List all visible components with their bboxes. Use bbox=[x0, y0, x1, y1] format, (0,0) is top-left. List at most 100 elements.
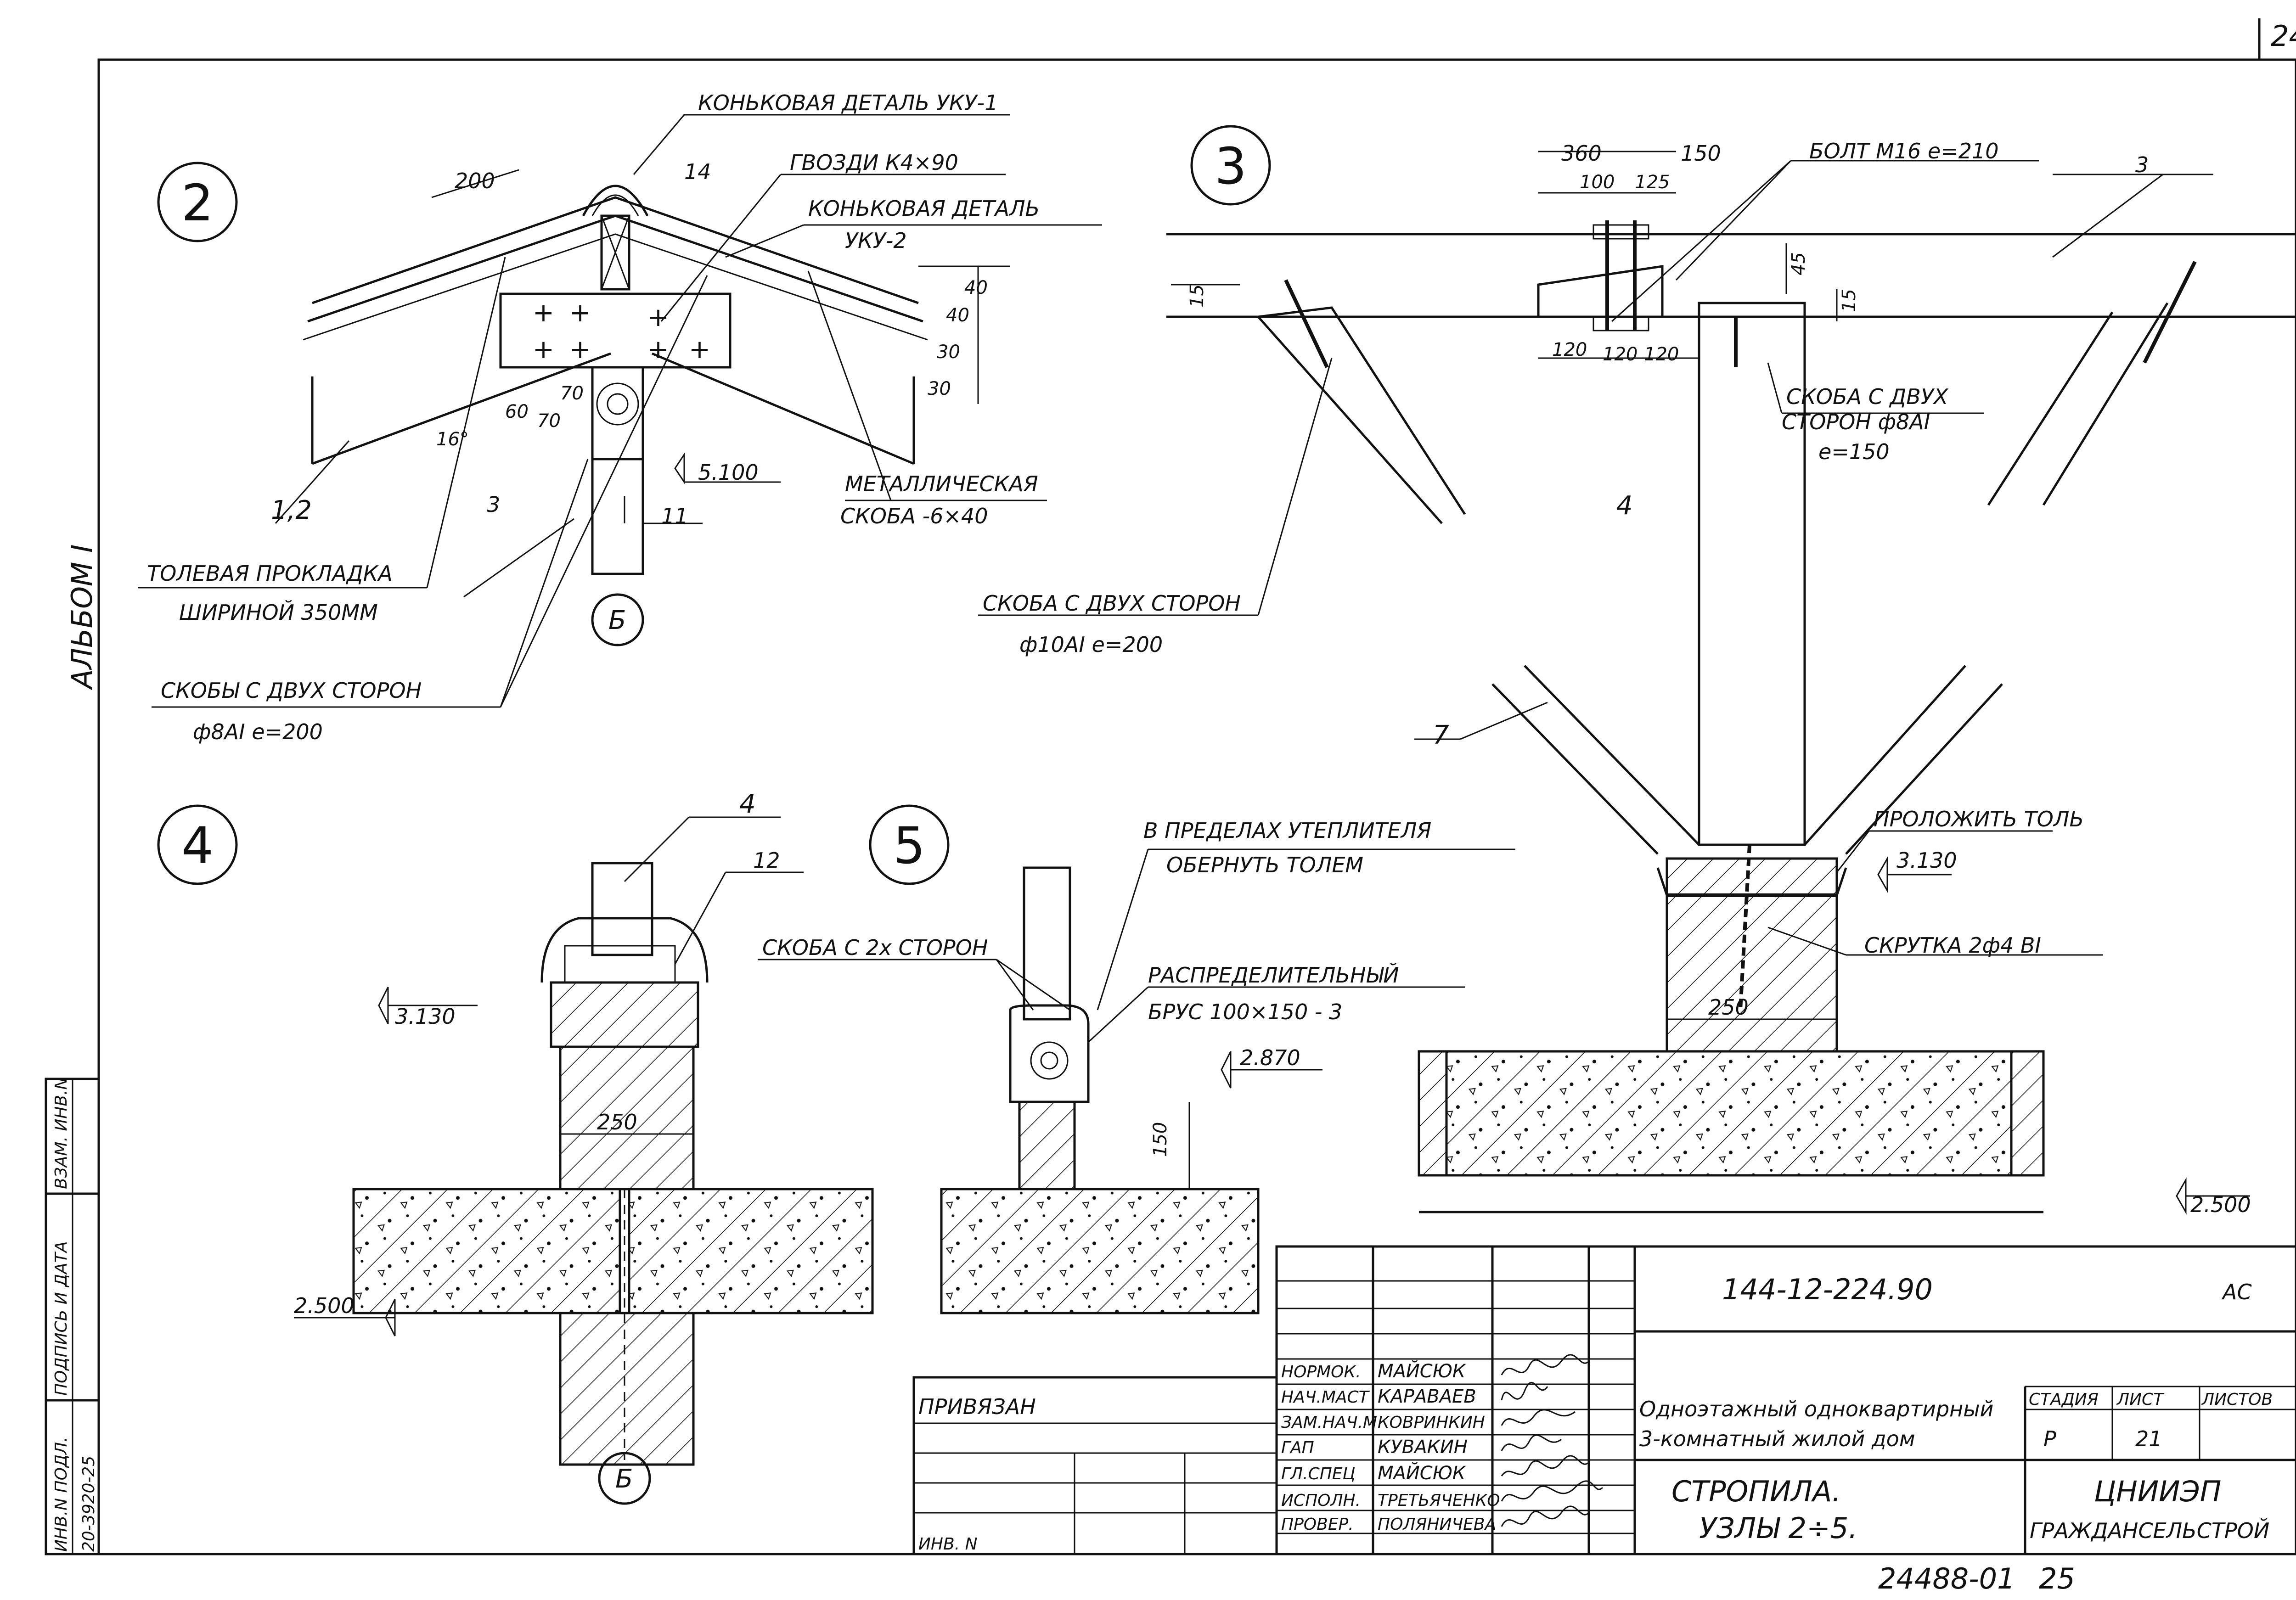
bottom-number: 25 bbox=[2039, 1562, 2075, 1595]
node2-axis-circle bbox=[591, 593, 644, 646]
building-title-b: 3-комнатный жилой дом bbox=[1639, 1426, 1915, 1451]
sheets-header: ЛИСТОВ bbox=[2201, 1390, 2273, 1409]
node2-circle bbox=[157, 162, 238, 242]
node3-number: 3 bbox=[1215, 137, 1247, 196]
node5-circle bbox=[869, 804, 950, 885]
bottom-code: 24488-01 bbox=[1878, 1562, 2015, 1595]
node2-staples-b: ф8АI е=200 bbox=[193, 719, 323, 744]
node2-metal-a: МЕТАЛЛИЧЕСКАЯ bbox=[845, 472, 1038, 496]
node4-level-bottom: 2.500 bbox=[294, 1293, 355, 1318]
building-title-a: Одноэтажный одноквартирный bbox=[1639, 1397, 1993, 1421]
node5-dim-150: 150 bbox=[1150, 1122, 1171, 1157]
role-2: ЗАМ.НАЧ.М bbox=[1281, 1413, 1377, 1432]
role-6: ПРОВЕР. bbox=[1281, 1515, 1354, 1534]
node3-staple2-a: СКОБА С ДВУХ bbox=[1786, 384, 1949, 409]
node3-level-top: 3.130 bbox=[1896, 848, 1957, 873]
stamp-inv-value: 20-3920-25 bbox=[79, 1456, 98, 1552]
node2-staples-a: СКОБЫ С ДВУХ СТОРОН bbox=[161, 678, 422, 703]
node5-staple: СКОБА С 2х СТОРОН bbox=[762, 935, 988, 960]
node3-mark-7: 7 bbox=[1433, 720, 1449, 750]
node4-drawing bbox=[157, 804, 874, 1505]
node3-dim-15a: 15 bbox=[1187, 284, 1208, 308]
svg-text:+: + bbox=[569, 335, 591, 365]
name-0: МАЙСЮК bbox=[1378, 1360, 1466, 1382]
role-0: НОРМОК. bbox=[1281, 1363, 1361, 1381]
node4-level-top: 3.130 bbox=[395, 1004, 456, 1029]
node3-dim-120a: 120 bbox=[1552, 339, 1587, 360]
node3-staple2-c: е=150 bbox=[1818, 439, 1890, 464]
node2-nails: ГВОЗДИ К4×90 bbox=[790, 150, 958, 175]
svg-text:+: + bbox=[569, 298, 591, 328]
node4-number: 4 bbox=[181, 816, 214, 875]
node3-dim-45: 45 bbox=[1788, 252, 1809, 275]
stamp-inv-label: ИНВ.N ПОДЛ. bbox=[52, 1437, 71, 1552]
handwritten-signatures bbox=[1501, 1354, 1604, 1527]
sheet-frame bbox=[97, 18, 2296, 1555]
left-stamp bbox=[45, 1078, 100, 1555]
name-1: КАРАВАЕВ bbox=[1378, 1386, 1476, 1407]
album-label: АЛЬБОМ I bbox=[65, 545, 99, 691]
role-3: ГАП bbox=[1281, 1438, 1314, 1457]
node2-drawing: ++ ++ ++ + bbox=[138, 114, 1102, 708]
node3-dim-125: 125 bbox=[1635, 172, 1670, 193]
node4-axis-circle bbox=[598, 1452, 651, 1505]
stamp-signature-label: ПОДПИСЬ И ДАТА bbox=[52, 1241, 71, 1396]
node2-ridge-part2a: КОНЬКОВАЯ ДЕТАЛЬ bbox=[808, 196, 1040, 221]
node2-dim-40a: 40 bbox=[964, 277, 988, 298]
bound-label: ПРИВЯЗАН bbox=[918, 1394, 1036, 1419]
node2-dim-200: 200 bbox=[455, 168, 495, 193]
node3-dim-100: 100 bbox=[1580, 172, 1615, 193]
sheet-header: ЛИСТ bbox=[2116, 1390, 2165, 1409]
node3-staple-b: ф10АI е=200 bbox=[1019, 632, 1163, 657]
name-3: КУВАКИН bbox=[1378, 1437, 1468, 1458]
svg-text:+: + bbox=[533, 335, 554, 365]
name-2: КОВРИНКИН bbox=[1378, 1413, 1485, 1432]
node4-axis: Б bbox=[615, 1464, 633, 1494]
node4-mark-12: 12 bbox=[753, 848, 780, 873]
node5-level: 2.870 bbox=[1240, 1045, 1300, 1070]
node2-felt-a: ТОЛЕВАЯ ПРОКЛАДКА bbox=[147, 561, 393, 586]
node3-drawing bbox=[978, 125, 2296, 1215]
stage-value: Р bbox=[2043, 1426, 2056, 1451]
node2-ridge-part2b: УКУ-2 bbox=[845, 228, 907, 253]
node3-dim-360: 360 bbox=[1561, 141, 1602, 166]
node5-number: 5 bbox=[893, 816, 925, 875]
organization-a: ЦНИИЭП bbox=[2094, 1475, 2221, 1508]
drawing-title-a: СТРОПИЛА. bbox=[1671, 1475, 1841, 1508]
node2-ridge-part1: КОНЬКОВАЯ ДЕТАЛЬ УКУ-1 bbox=[698, 90, 998, 115]
role-4: ГЛ.СПЕЦ bbox=[1281, 1465, 1355, 1483]
node4-circle bbox=[157, 804, 238, 885]
node3-dim-250: 250 bbox=[1708, 995, 1749, 1020]
node5-wrap-a: В ПРЕДЕЛАХ УТЕПЛИТЕЛЯ bbox=[1143, 818, 1431, 843]
node2-mark-11: 11 bbox=[661, 504, 688, 528]
svg-text:+: + bbox=[533, 298, 554, 328]
svg-text:+: + bbox=[689, 335, 710, 365]
node2-mark-3: 3 bbox=[487, 492, 500, 517]
drawing-title-b: УЗЛЫ 2÷5. bbox=[1699, 1511, 1857, 1545]
name-4: МАЙСЮК bbox=[1378, 1462, 1466, 1484]
node3-twist: СКРУТКА 2ф4 ВI bbox=[1864, 933, 2041, 958]
svg-text:+: + bbox=[647, 303, 669, 332]
node2-axis: Б bbox=[608, 606, 626, 635]
node3-mark-3: 3 bbox=[2135, 152, 2149, 177]
organization-b: ГРАЖДАНСЕЛЬСТРОЙ bbox=[2030, 1518, 2269, 1543]
role-1: НАЧ.МАСТ bbox=[1281, 1388, 1370, 1407]
node2-angle: 16° bbox=[436, 429, 469, 450]
node3-dim-15b: 15 bbox=[1839, 289, 1860, 312]
node5-wrap-b: ОБЕРНУТЬ ТОЛЕМ bbox=[1166, 853, 1363, 877]
role-5: ИСПОЛН. bbox=[1281, 1491, 1361, 1510]
node3-dim-120b: 120 bbox=[1603, 344, 1638, 365]
node2-dim-40b: 40 bbox=[946, 305, 969, 326]
node4-mark-4: 4 bbox=[739, 789, 756, 819]
node5-beam-a: РАСПРЕДЕЛИТЕЛЬНЫЙ bbox=[1148, 963, 1399, 988]
node2-number: 2 bbox=[181, 174, 214, 232]
node3-dim-150: 150 bbox=[1681, 141, 1721, 166]
node2-dim-30a: 30 bbox=[937, 342, 960, 363]
node2-mark-14: 14 bbox=[684, 159, 711, 184]
node2-dim-70a: 70 bbox=[537, 410, 561, 432]
node4-dim-250: 250 bbox=[597, 1110, 637, 1134]
document-stage-code: АС bbox=[2221, 1280, 2252, 1304]
node3-felt: ПРОЛОЖИТЬ ТОЛЬ bbox=[1874, 807, 2084, 831]
node3-dim-120c: 120 bbox=[1644, 344, 1679, 365]
node3-circle bbox=[1190, 125, 1271, 206]
